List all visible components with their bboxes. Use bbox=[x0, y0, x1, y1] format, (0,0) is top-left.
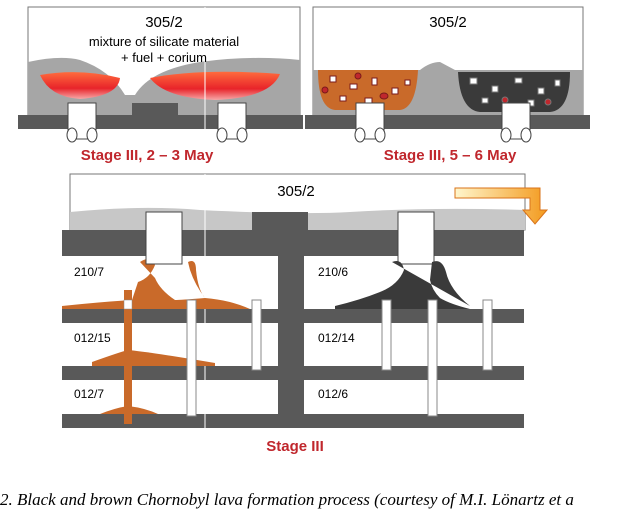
room-label-right-1: 210/6 bbox=[318, 265, 348, 279]
room-label-left-1: 210/7 bbox=[74, 265, 104, 279]
panel-top-left: 305/2 mixture of silicate material + fue… bbox=[18, 6, 303, 164]
debris-brown bbox=[321, 72, 411, 105]
brown-lava-pool-level2 bbox=[92, 350, 215, 366]
slab-bump bbox=[252, 212, 308, 230]
brown-lava-pool-level3 bbox=[100, 406, 158, 414]
corium-pool-left bbox=[40, 72, 120, 99]
slab-level-1 bbox=[62, 230, 524, 256]
figure-caption: 2. Black and brown Chornobyl lava format… bbox=[0, 490, 574, 509]
valve-right bbox=[216, 102, 248, 143]
description-line1: mixture of silicate material bbox=[89, 34, 239, 49]
floor-slab bbox=[18, 115, 303, 129]
valve-left bbox=[66, 102, 98, 143]
room-label-right-2: 012/14 bbox=[318, 331, 355, 345]
pipe-right-2 bbox=[427, 299, 438, 417]
corium-pool-right bbox=[150, 71, 280, 100]
central-column bbox=[278, 256, 304, 428]
room-label: 305/2 bbox=[145, 14, 183, 31]
black-lava-flow bbox=[335, 261, 470, 309]
room-label-left-3: 012/7 bbox=[74, 387, 104, 401]
panel-top-right: 305/2 Stage III, 5 – 6 May bbox=[305, 6, 590, 164]
pipe-right-1 bbox=[381, 299, 392, 371]
flow-arrow bbox=[454, 187, 549, 225]
stage-label: Stage III bbox=[266, 438, 324, 455]
floor-slab bbox=[305, 115, 590, 129]
pipe-right-3 bbox=[482, 299, 493, 371]
pipe-left-right bbox=[251, 299, 262, 371]
valve-left bbox=[354, 102, 386, 143]
room-label-left-2: 012/15 bbox=[74, 331, 111, 345]
valve-left bbox=[145, 211, 183, 265]
room-label-right-3: 012/6 bbox=[318, 387, 348, 401]
stage-label: Stage III, 5 – 6 May bbox=[384, 147, 517, 164]
room-label: 305/2 bbox=[277, 183, 315, 200]
panel-bottom: 305/2 210/7 012/15 012/7 210/6 012/14 01… bbox=[62, 173, 549, 455]
pipe-left-mid bbox=[186, 299, 197, 417]
valve-right bbox=[500, 102, 532, 143]
stage-label: Stage III, 2 – 3 May bbox=[81, 147, 214, 164]
room-label: 305/2 bbox=[429, 14, 467, 31]
valve-right bbox=[397, 211, 435, 265]
brown-lava-flow bbox=[62, 259, 250, 309]
debris-black bbox=[469, 77, 561, 107]
pipe-left-upper bbox=[123, 299, 133, 310]
slab-bump bbox=[132, 103, 178, 115]
description-line2: + fuel + corium bbox=[121, 50, 207, 65]
